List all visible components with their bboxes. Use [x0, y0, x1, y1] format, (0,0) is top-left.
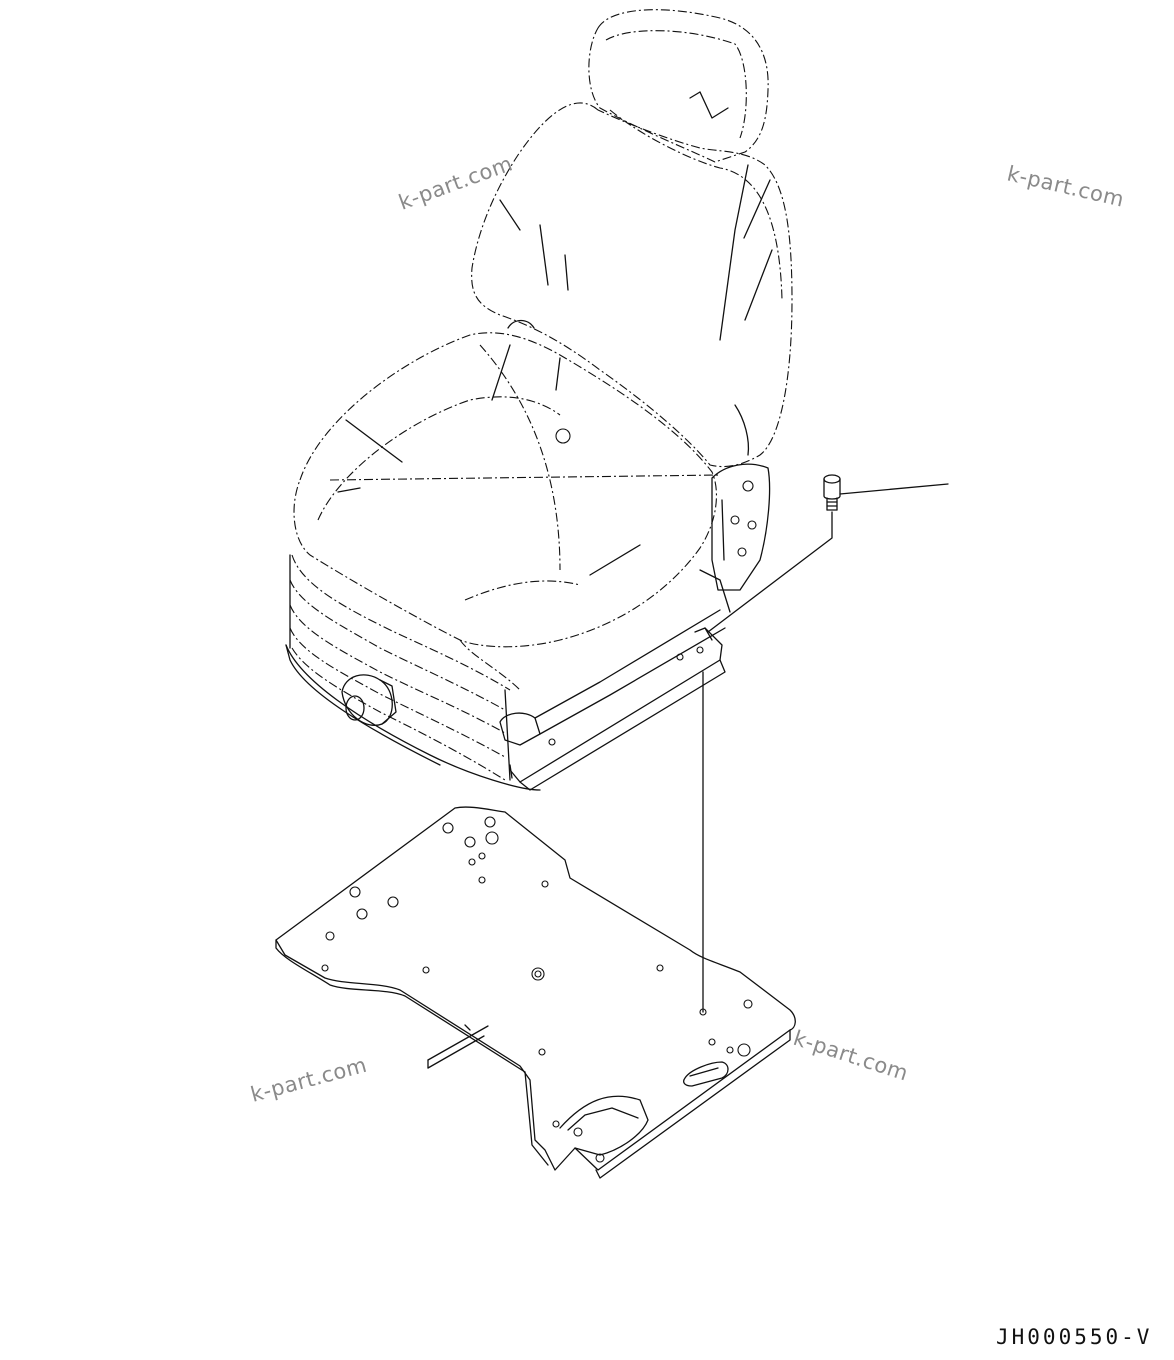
watermark: k-part.com	[1005, 161, 1127, 211]
seat-cushion	[293, 332, 721, 691]
seat-mounting-plate	[275, 806, 796, 1179]
mounting-bolt	[702, 474, 949, 1013]
watermark: k-part.com	[248, 1053, 369, 1107]
bolt-assembly-line	[707, 511, 833, 633]
seat-backrest	[471, 102, 793, 468]
bolt-leader-line	[839, 483, 949, 495]
operator-seat	[285, 9, 793, 791]
watermark: k-part.com	[790, 1026, 911, 1086]
weight-adjust-knob-icon	[341, 674, 397, 726]
seat-hinge-bracket	[507, 319, 771, 591]
drawing-code: JH000550-V	[996, 1325, 1152, 1349]
seat-headrest	[588, 9, 769, 163]
seat-suspension-bellows	[289, 554, 511, 781]
watermark: k-part.com	[396, 151, 516, 214]
seat-base-frame	[285, 644, 541, 791]
slide-lever	[499, 569, 731, 746]
seat-slide-rail	[509, 627, 726, 791]
